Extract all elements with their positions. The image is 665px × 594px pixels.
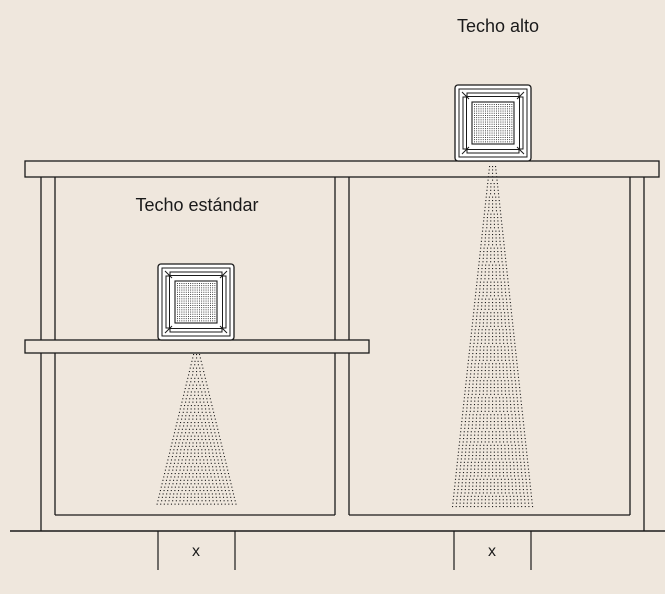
cassette-unit-standard-icon [157, 263, 235, 341]
cassette-unit-high-icon [454, 84, 532, 162]
distance-marker-right [453, 531, 532, 570]
high-ceiling-slab [24, 160, 660, 178]
standard-ceiling-slab [24, 339, 370, 354]
high-ceiling-label: Techo alto [457, 16, 539, 36]
airflow-cone-high [452, 166, 534, 508]
left-room [40, 177, 336, 531]
airflow-cone-standard [156, 354, 237, 505]
standard-ceiling-label: Techo estándar [135, 195, 258, 215]
distance-label-left: x [192, 543, 200, 560]
distance-marker-left [157, 531, 236, 570]
distance-label-right: x [488, 543, 496, 560]
right-room [349, 177, 645, 531]
